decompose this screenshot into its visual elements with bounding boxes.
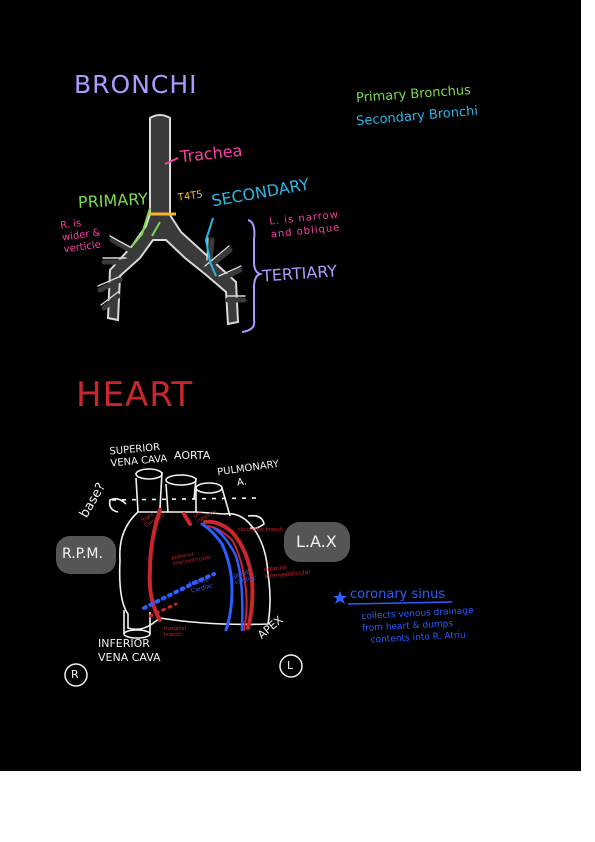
coronary-sinus-title: coronary sinus	[350, 587, 446, 602]
bronchi-diagram	[97, 114, 264, 333]
coronary-sinus-desc: collects venous drainage from heart & du…	[361, 605, 475, 647]
marginal-line-1: marginal	[164, 626, 187, 632]
star-icon	[333, 591, 347, 604]
ivc-line-2: VENA CAVA	[98, 651, 161, 664]
primary-label: PRIMARY	[77, 189, 149, 212]
marginal-line-2: branch	[164, 632, 182, 638]
right-bronchus-note: R. is wider & verticle	[60, 215, 103, 256]
circumflex-label: circumflex branch	[238, 527, 283, 533]
right-marker-circle	[64, 663, 88, 687]
inferior-vena-cava-label: INFERIOR VENA CAVA	[98, 637, 161, 665]
aorta-label: AORTA	[174, 449, 211, 462]
left-marker: L	[287, 659, 294, 672]
left-marker-circle	[279, 654, 303, 678]
marginal-branch-label: marginal branch	[164, 626, 186, 638]
right-marker: R	[71, 668, 79, 681]
rpm-bubble	[56, 536, 116, 574]
heart-title: HEART	[76, 375, 194, 415]
heart-diagram	[108, 468, 271, 639]
ivc-line-1: INFERIOR	[98, 637, 150, 650]
rpm-label: R.P.M.	[62, 546, 103, 562]
drawing-canvas: BRONCHI Primary Bronchus Secondary Bronc…	[0, 0, 581, 771]
lax-bubble	[284, 522, 350, 562]
lax-label: L.A.X	[296, 532, 337, 551]
bronchi-title: BRONCHI	[74, 70, 198, 99]
superior-vena-cava-label: SUPERIOR VENA CAVA	[109, 442, 168, 471]
